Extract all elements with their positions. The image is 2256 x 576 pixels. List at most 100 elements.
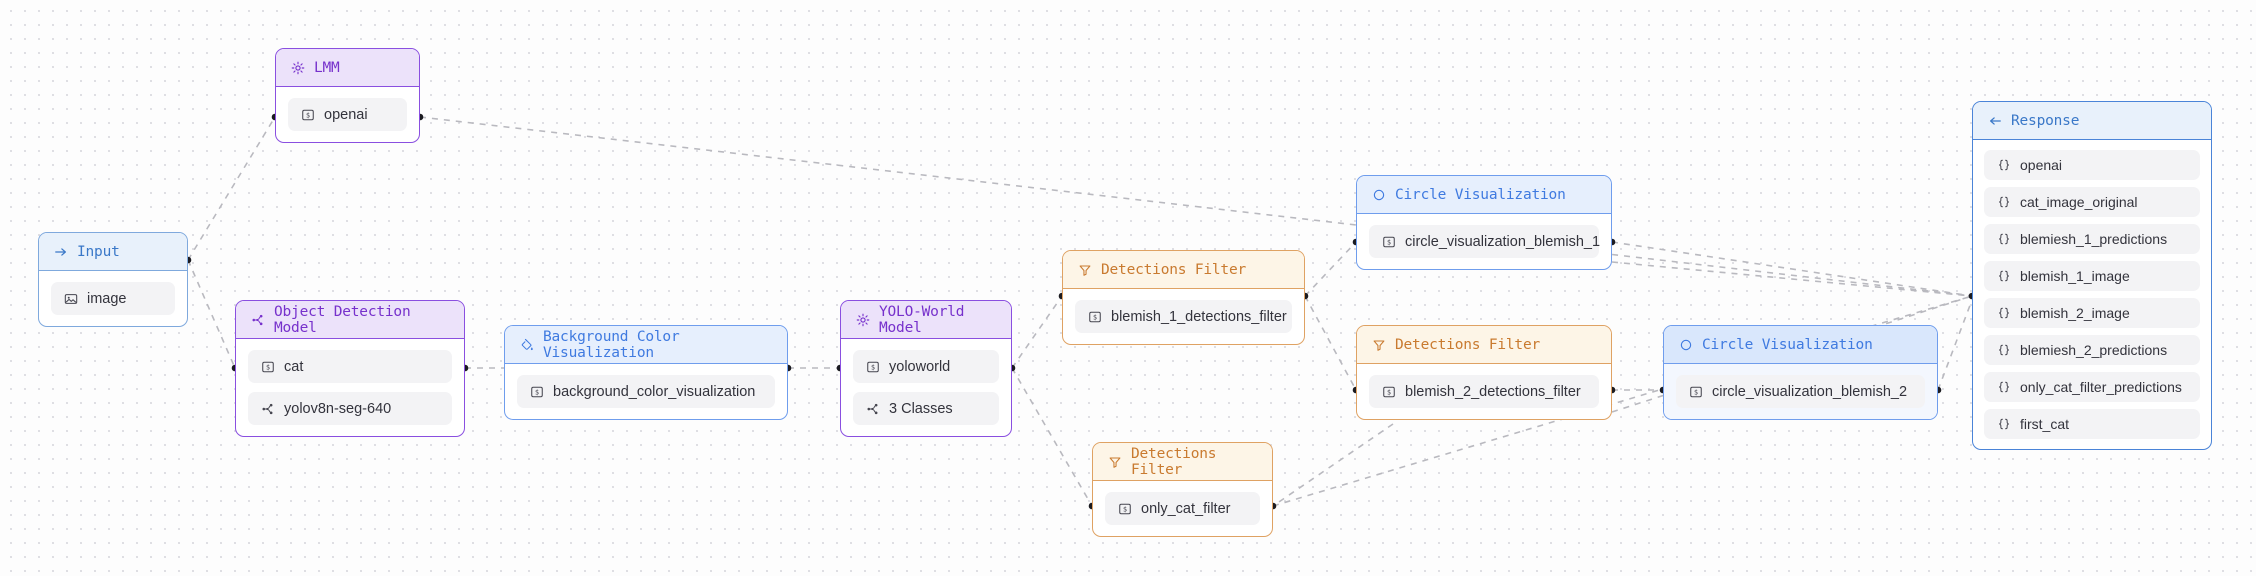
code-block-icon: $ [260,359,275,374]
braces-icon [1996,269,2011,284]
node-object-detection-model-title: Object Detection Model [274,303,411,336]
row-label: blemiesh_2_predictions [2020,342,2168,358]
code-block-icon: $ [1117,501,1132,516]
svg-text:$: $ [535,388,539,396]
row-background-color-visualization[interactable]: $ background_color_visualization [517,375,775,408]
svg-text:$: $ [1387,238,1391,246]
node-detections-filter-3-title: Detections Filter [1131,445,1217,478]
code-block-icon: $ [1381,384,1396,399]
row-response-blemiesh-2-predictions[interactable]: blemiesh_2_predictions [1984,335,2200,365]
svg-text:$: $ [871,363,875,371]
row-circle-visualization-blemish-2[interactable]: $ circle_visualization_blemish_2 [1676,375,1925,408]
node-detections-filter-3[interactable]: Detections Filter $ only_cat_filter [1092,442,1273,537]
braces-icon [1996,343,2011,358]
node-response-title: Response [2011,112,2080,129]
row-label: blemish_1_detections_filter [1111,308,1287,325]
row-response-cat-image-original[interactable]: cat_image_original [1984,187,2200,217]
row-3-classes[interactable]: 3 Classes [853,392,999,425]
node-detections-filter-2-header: Detections Filter [1357,326,1611,364]
braces-icon [1996,306,2011,321]
node-background-color-visualization-header: Background Color Visualization [505,326,787,364]
node-input-header: Input [39,233,187,271]
row-response-only-cat-filter-predictions[interactable]: only_cat_filter_predictions [1984,372,2200,402]
svg-text:$: $ [1694,388,1698,396]
node-response[interactable]: Response openai cat_image_original blemi… [1972,101,2212,450]
circle-icon [1678,337,1693,352]
row-label: cat [284,358,304,375]
node-input[interactable]: Input image [38,232,188,327]
row-response-blemish-1-image[interactable]: blemish_1_image [1984,261,2200,291]
funnel-icon [1107,454,1122,469]
row-label: image [87,290,127,307]
row-label: circle_visualization_blemish_1 [1405,233,1601,250]
model-graph-icon [260,401,275,416]
node-detections-filter-2-body: $ blemish_2_detections_filter [1357,364,1611,419]
svg-text:$: $ [1123,505,1127,513]
node-lmm[interactable]: LMM $ openai [275,48,420,143]
arrow-left-icon [1987,113,2002,128]
node-circle-visualization-1[interactable]: Circle Visualization $ circle_visualizat… [1356,175,1612,270]
row-response-blemiesh-1-predictions[interactable]: blemiesh_1_predictions [1984,224,2200,254]
code-block-icon: $ [1087,309,1102,324]
svg-text:$: $ [306,111,310,119]
row-label: first_cat [2020,416,2070,432]
edge-circle-1-to-response [1611,241,1973,297]
gear-icon [290,60,305,75]
node-yolo-world-model-title: YOLO-World Model [879,303,965,336]
arrow-right-icon [53,244,68,259]
svg-text:$: $ [1093,313,1097,321]
node-object-detection-model[interactable]: Object Detection Model $ cat yolov8n-seg… [235,300,465,437]
node-circle-visualization-1-body: $ circle_visualization_blemish_1 [1357,214,1611,269]
row-blemish-2-detections-filter[interactable]: $ blemish_2_detections_filter [1369,375,1599,408]
node-background-color-visualization[interactable]: Background Color Visualization $ backgro… [504,325,788,420]
row-response-openai[interactable]: openai [1984,150,2200,180]
node-circle-visualization-1-title: Circle Visualization [1395,186,1566,203]
node-response-header: Response [1973,102,2211,140]
code-block-icon: $ [529,384,544,399]
row-openai[interactable]: $ openai [288,98,407,131]
circle-icon [1371,187,1386,202]
node-detections-filter-2[interactable]: Detections Filter $ blemish_2_detections… [1356,325,1612,420]
image-icon [63,291,78,306]
node-yolo-world-model-body: $ yoloworld 3 Classes [841,339,1011,436]
funnel-icon [1371,337,1386,352]
node-yolo-world-model[interactable]: YOLO-World Model $ yoloworld 3 Classes [840,300,1012,437]
row-cat[interactable]: $ cat [248,350,452,383]
node-detections-filter-1-title: Detections Filter [1101,261,1247,278]
row-blemish-1-detections-filter[interactable]: $ blemish_1_detections_filter [1075,300,1292,333]
row-label: yolov8n-seg-640 [284,400,392,417]
braces-icon [1996,232,2011,247]
row-label: openai [324,106,368,123]
node-detections-filter-3-header: Detections Filter [1093,443,1272,481]
row-only-cat-filter[interactable]: $ only_cat_filter [1105,492,1260,525]
row-label: circle_visualization_blemish_2 [1712,383,1908,400]
row-label: blemish_2_image [2020,305,2130,321]
row-label: 3 Classes [889,400,953,417]
node-input-title: Input [77,243,120,260]
node-circle-visualization-2-title: Circle Visualization [1702,336,1873,353]
node-circle-visualization-2-body: $ circle_visualization_blemish_2 [1664,364,1937,419]
node-input-body: image [39,271,187,326]
row-yoloworld[interactable]: $ yoloworld [853,350,999,383]
node-circle-visualization-2[interactable]: Circle Visualization $ circle_visualizat… [1663,325,1938,420]
node-response-body: openai cat_image_original blemiesh_1_pre… [1973,140,2211,449]
node-detections-filter-1-header: Detections Filter [1063,251,1304,289]
model-graph-icon [250,312,265,327]
braces-icon [1996,380,2011,395]
node-lmm-title: LMM [314,59,340,76]
braces-icon [1996,417,2011,432]
edge-circle-1-body-to-response [1611,261,1973,297]
row-circle-visualization-blemish-1[interactable]: $ circle_visualization_blemish_1 [1369,225,1601,258]
node-detections-filter-2-title: Detections Filter [1395,336,1541,353]
row-response-blemish-2-image[interactable]: blemish_2_image [1984,298,2200,328]
row-yolov8n-seg-640[interactable]: yolov8n-seg-640 [248,392,452,425]
node-detections-filter-1[interactable]: Detections Filter $ blemish_1_detections… [1062,250,1305,345]
code-block-icon: $ [300,107,315,122]
model-graph-icon [865,401,880,416]
edge-detections-filter-1-to-circle-1 [1304,241,1357,297]
row-label: background_color_visualization [553,383,756,400]
row-image[interactable]: image [51,282,175,315]
node-object-detection-model-header: Object Detection Model [236,301,464,339]
row-response-first-cat[interactable]: first_cat [1984,409,2200,439]
